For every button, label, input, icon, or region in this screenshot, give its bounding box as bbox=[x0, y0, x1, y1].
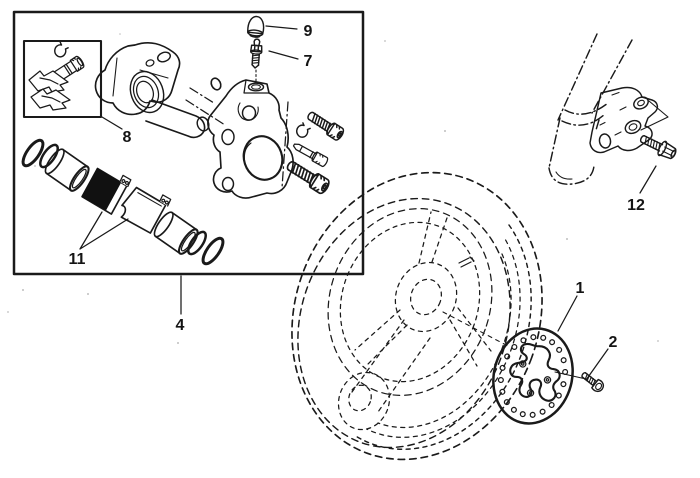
brake-disc bbox=[492, 327, 574, 425]
piston-and-pad-set bbox=[21, 138, 225, 266]
brake-pad-inner bbox=[81, 167, 132, 215]
tire-tread-band-1 bbox=[353, 224, 532, 450]
piston-seal-1 bbox=[21, 138, 45, 168]
callout-label-12: 12 bbox=[627, 197, 645, 214]
pad-retaining-pin bbox=[292, 143, 329, 168]
hub-to-disc-centerline bbox=[442, 311, 509, 347]
callout-label-7: 7 bbox=[304, 53, 313, 70]
callout-label-2: 2 bbox=[609, 334, 618, 351]
wheel-rim-outer bbox=[327, 208, 493, 396]
piston-seal-4 bbox=[201, 236, 225, 266]
mount-bolt bbox=[639, 135, 677, 160]
bracket-hole-pointer bbox=[640, 100, 669, 131]
disc-center-cutout bbox=[509, 342, 561, 402]
leader-line-8 bbox=[101, 116, 123, 130]
axle-sleeve bbox=[351, 319, 431, 413]
leader-line-1 bbox=[557, 295, 578, 332]
wheel-rim-inner bbox=[339, 221, 481, 383]
o-ring-seal bbox=[210, 77, 222, 91]
caliper-bolt-upper bbox=[304, 108, 347, 143]
pad-spring-clip-2 bbox=[30, 88, 71, 111]
piston-seal-3 bbox=[187, 230, 207, 256]
caliper-bolt-lower bbox=[283, 156, 332, 196]
circlip bbox=[54, 41, 69, 58]
pad-retainer-kit-inset bbox=[22, 39, 103, 119]
leader-line-7 bbox=[268, 50, 299, 60]
disc-drilled-holes bbox=[497, 334, 569, 418]
caliper-bracket bbox=[94, 42, 210, 139]
retaining-clip bbox=[296, 122, 311, 138]
front-wheel bbox=[291, 171, 543, 461]
callout-label-11: 11 bbox=[69, 251, 86, 268]
callout-label-8: 8 bbox=[123, 129, 132, 146]
pad-spring-clip-1 bbox=[28, 70, 69, 93]
wheel-spoke-right bbox=[449, 307, 492, 367]
scan-noise bbox=[7, 33, 659, 344]
leader-line-2 bbox=[585, 348, 609, 381]
tire-tread-band-3 bbox=[377, 253, 512, 429]
disc-to-bolt-line bbox=[554, 371, 587, 380]
leader-line-12 bbox=[639, 165, 657, 194]
piston-seal-2 bbox=[39, 143, 59, 169]
tire-valve-stem bbox=[458, 256, 475, 268]
caliper-mount-bracket bbox=[589, 86, 659, 154]
bleed-valve-cap bbox=[247, 15, 265, 38]
caliper-piston-2 bbox=[153, 211, 199, 255]
wheel-spoke-left bbox=[354, 309, 408, 367]
caliper-assembly-box bbox=[12, 10, 365, 276]
caliper-body bbox=[207, 79, 294, 199]
callout-label-4: 4 bbox=[176, 317, 185, 334]
leader-line-9 bbox=[265, 25, 298, 30]
tire-tread-band-2 bbox=[365, 239, 521, 438]
disc-mount-holes bbox=[519, 360, 552, 397]
callout-label-1: 1 bbox=[576, 280, 585, 297]
callout-label-9: 9 bbox=[304, 23, 313, 40]
wheel-hub bbox=[394, 261, 458, 333]
assembly-centerline-left bbox=[185, 87, 226, 126]
disc-mount-bolt bbox=[581, 372, 605, 393]
front-fork bbox=[548, 33, 633, 185]
bleed-valve bbox=[250, 38, 263, 69]
wheel-spoke-top bbox=[418, 211, 449, 264]
caliper-piston-1 bbox=[44, 148, 90, 192]
assembly-centerline-right bbox=[281, 101, 289, 189]
leader-line-11 bbox=[79, 211, 129, 250]
brake-pad-outer bbox=[120, 186, 172, 234]
